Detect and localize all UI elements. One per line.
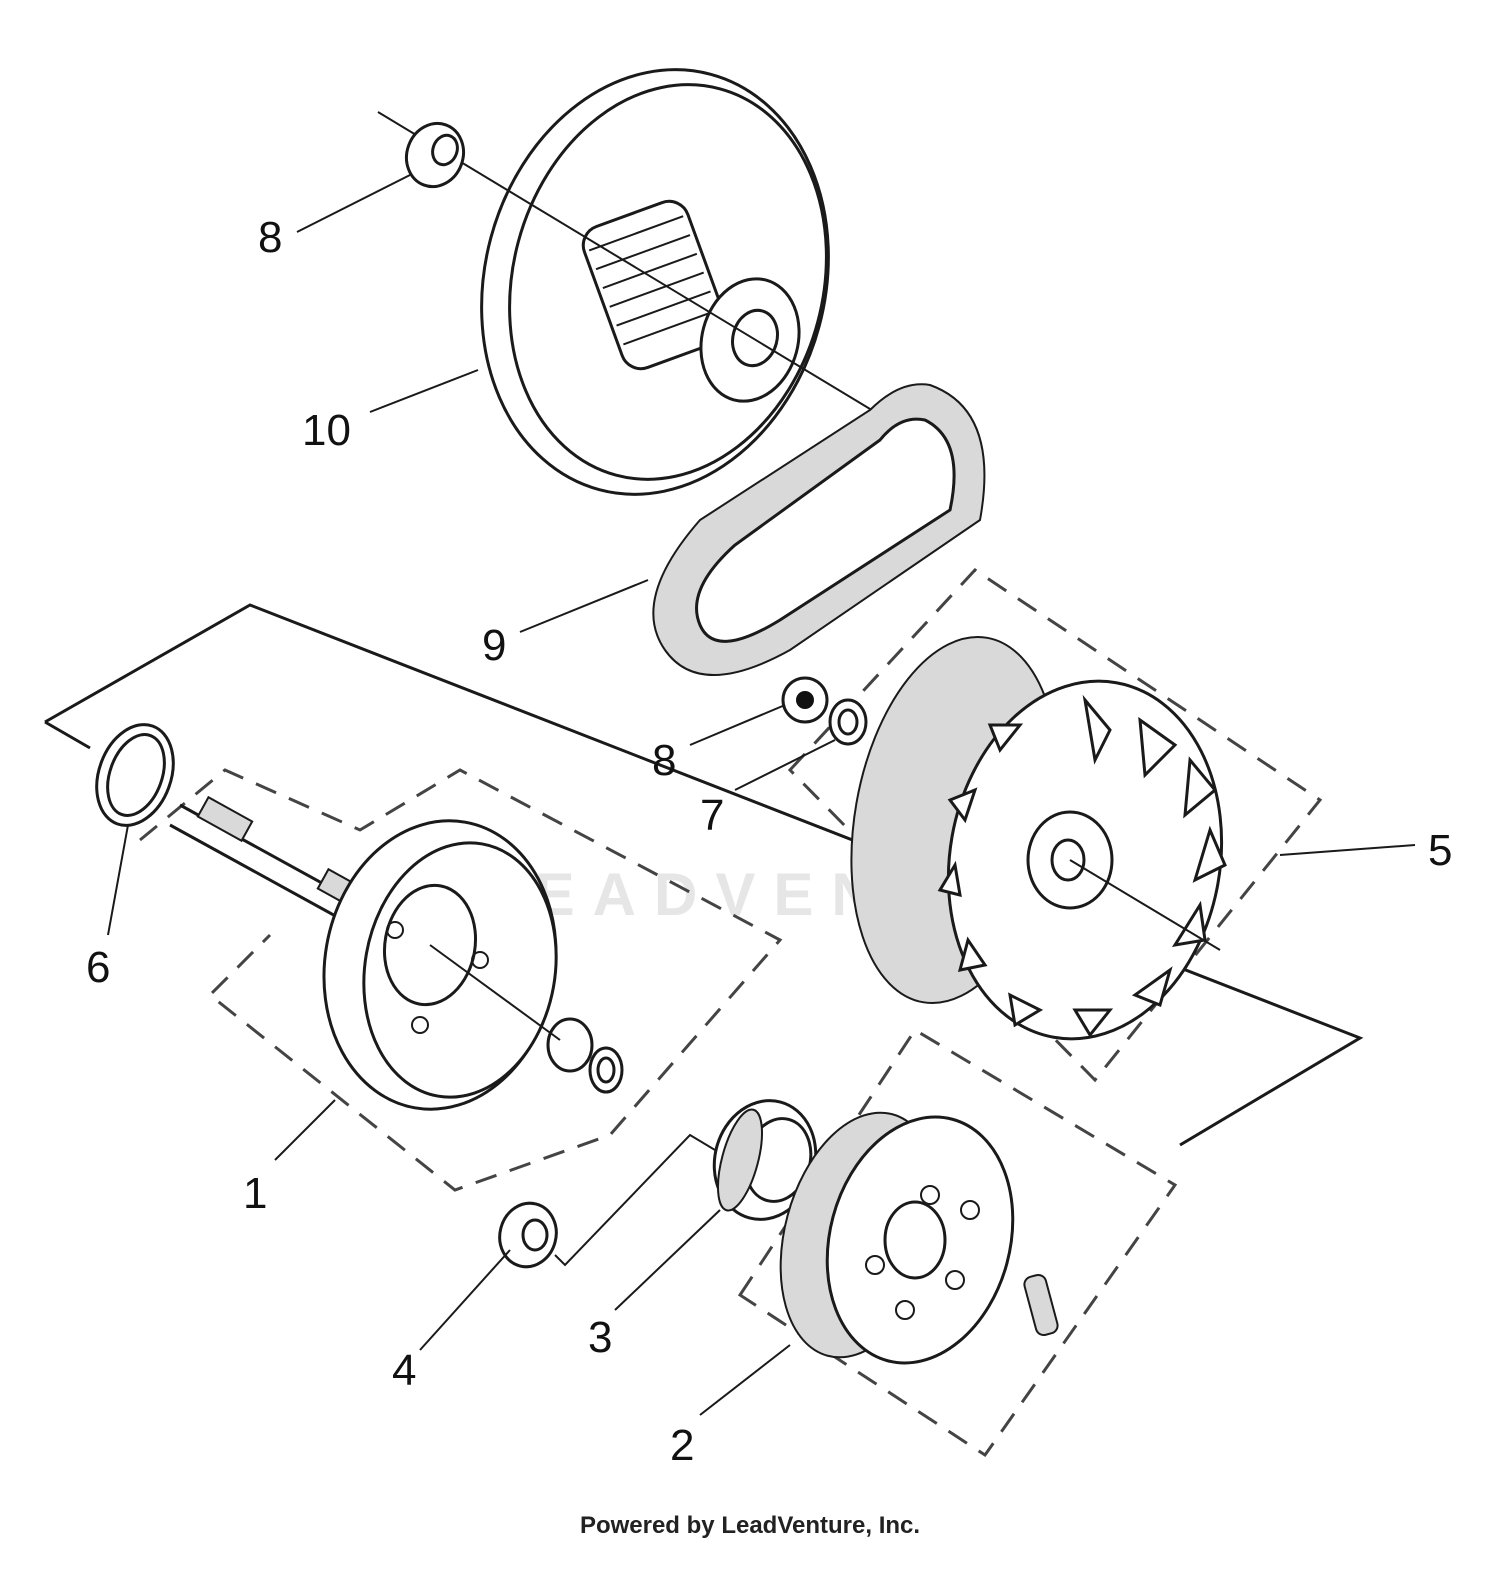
retaining-ring [95, 723, 175, 827]
part-4-bracket [554, 1133, 716, 1267]
clutch-nut [498, 1201, 558, 1269]
clutch-shoe [779, 1111, 1059, 1365]
drive-belt [652, 383, 986, 676]
top-nut [405, 121, 465, 189]
credit-text: Powered by LeadVenture, Inc. [579, 1512, 921, 1539]
clutch-drum-axis [429, 944, 561, 1041]
washer [828, 698, 868, 746]
driven-pulley [480, 68, 830, 496]
callout-7: 7 [700, 791, 724, 840]
callout-1: 1 [243, 1169, 267, 1218]
callout-9: 9 [482, 621, 506, 670]
callout-2: 2 [670, 1421, 694, 1470]
part-1-dashed-box [139, 768, 783, 1192]
callout-3: 3 [588, 1313, 612, 1362]
callout-8-lower: 8 [652, 736, 676, 785]
callout-6: 6 [86, 943, 110, 992]
lower-nut [781, 676, 829, 724]
clutch-drum [169, 795, 624, 1111]
assembly-outline-box [44, 603, 1364, 1147]
leader-lines [107, 174, 1416, 1416]
callout-8-top: 8 [258, 213, 282, 262]
drive-pulley-fan [850, 635, 1227, 1041]
part-2-dashed-box [737, 1027, 1178, 1458]
callout-10: 10 [302, 406, 351, 455]
callout-4: 4 [392, 1346, 416, 1395]
callout-5: 5 [1428, 826, 1452, 875]
drive-pulley-axis [1069, 859, 1221, 951]
